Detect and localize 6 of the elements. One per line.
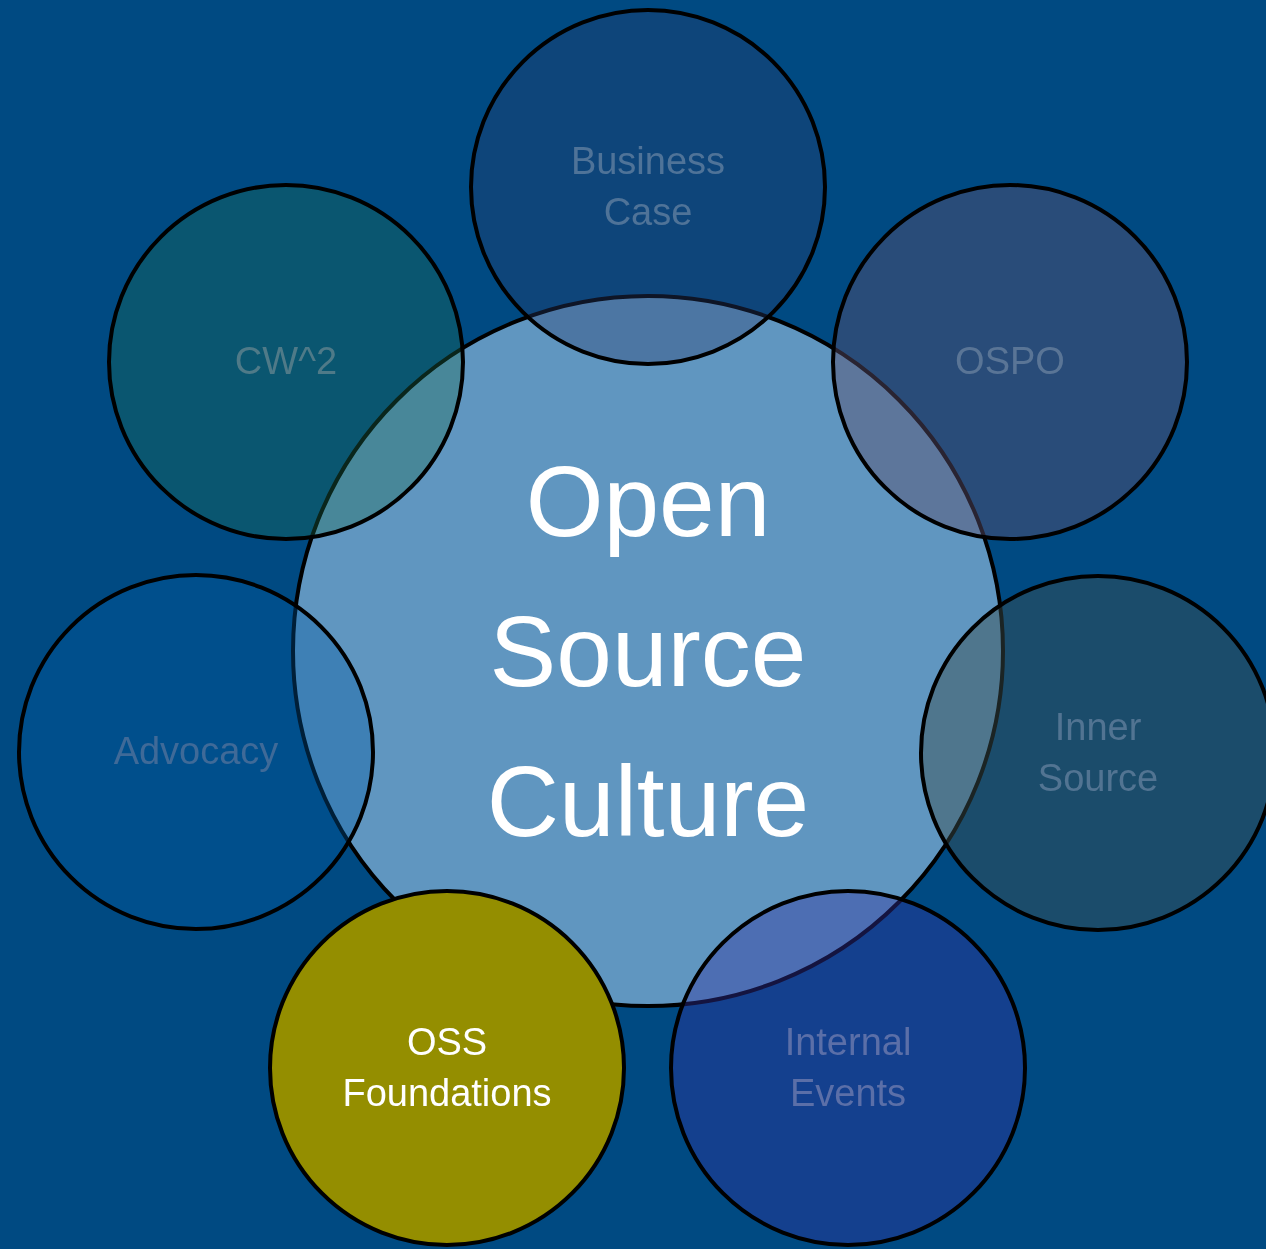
- circle-label: Internal Events: [783, 1019, 913, 1116]
- circle-label: Advocacy: [112, 729, 280, 775]
- circle-label: OSS Foundations: [341, 1019, 553, 1116]
- circle-label: Open Source Culture: [485, 444, 811, 859]
- circle-label: Business Case: [569, 138, 727, 235]
- circle-label: CW^2: [233, 339, 339, 385]
